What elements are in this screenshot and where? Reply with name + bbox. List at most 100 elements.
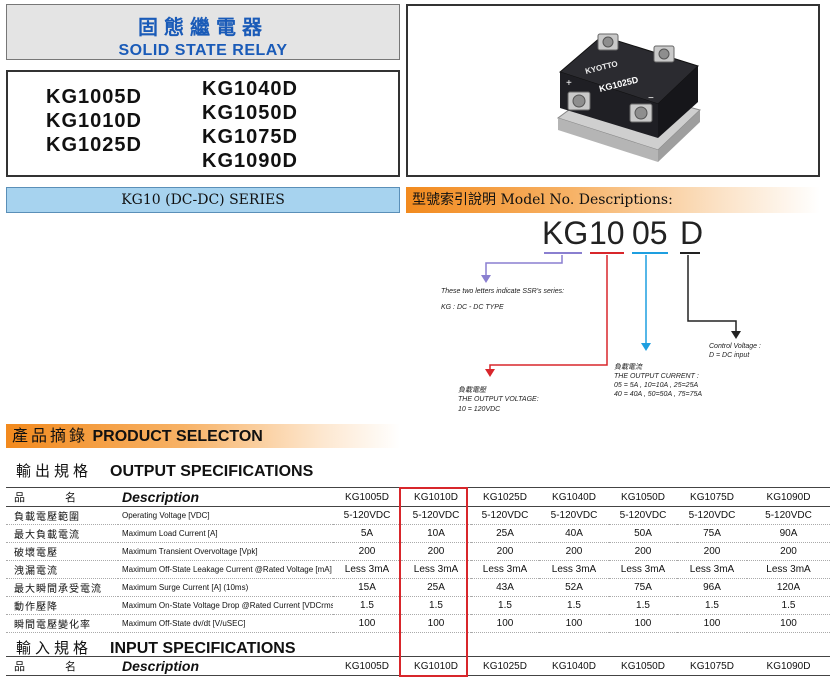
header-model: KG1090D	[747, 656, 830, 676]
row-label-en: Maximum Off-State Leakage Current @Rated…	[118, 560, 333, 579]
spec-value: 5-120VDC	[539, 506, 609, 525]
spec-value: 1.5	[539, 596, 609, 615]
header-model: KG1005D	[333, 656, 401, 676]
table-header-row: 品名 Description KG1005D KG1010D KG1025D K…	[6, 487, 830, 507]
spec-value: 75A	[609, 578, 677, 597]
note-current-cn: 負載電流	[614, 364, 642, 371]
spec-value: 40A	[539, 524, 609, 543]
row-label-cn: 動作壓降	[6, 596, 118, 615]
header-model: KG1025D	[471, 656, 539, 676]
header-cn: 品名	[6, 487, 118, 507]
model-name: KG1075D	[202, 126, 298, 148]
spec-value: Less 3mA	[471, 560, 539, 579]
spec-value: Less 3mA	[333, 560, 401, 579]
code-series: KG	[542, 215, 589, 251]
spec-value: 200	[539, 542, 609, 561]
model-description-bar: 型號索引說明 Model No. Descriptions:	[406, 187, 820, 213]
spec-value: 96A	[677, 578, 747, 597]
spec-value: 200	[333, 542, 401, 561]
row-label-cn: 瞬間電壓變化率	[6, 614, 118, 633]
model-list-box: KG1005D KG1010D KG1025D KG1040D KG1050D …	[6, 70, 400, 177]
kg1010d-highlight-frame	[399, 487, 468, 677]
spec-value: 1.5	[677, 596, 747, 615]
header-model: KG1050D	[609, 656, 677, 676]
spec-value: 50A	[609, 524, 677, 543]
row-label-cn: 破壞電壓	[6, 542, 118, 561]
model-name: KG1090D	[202, 150, 298, 172]
model-number-diagram: KG 10 05 D These two letters indicate SS…	[406, 215, 820, 420]
product-photo-box: KYOTTO KG1025D + −	[406, 4, 820, 177]
spec-value: 10A	[401, 524, 471, 543]
spec-value: 1.5	[401, 596, 471, 615]
model-name: KG1005D	[46, 86, 142, 108]
spec-value: 200	[609, 542, 677, 561]
row-label-cn: 負載電壓範圍	[6, 506, 118, 525]
spec-value: 5-120VDC	[401, 506, 471, 525]
note-current-line2: 05 = 5A , 10=10A , 25=25A	[614, 382, 699, 389]
row-label-en: Maximum Off-State dv/dt [V/uSEC]	[118, 614, 333, 633]
spec-value: 15A	[333, 578, 401, 597]
model-name: KG1050D	[202, 102, 298, 124]
spec-value: 100	[539, 614, 609, 633]
header-model: KG1090D	[747, 487, 830, 507]
output-spec-title-cn: 輸出規格	[16, 462, 93, 480]
header-model: KG1025D	[471, 487, 539, 507]
code-voltage: 10	[589, 215, 625, 251]
note-voltage-cn: 負載電壓	[458, 387, 486, 394]
spec-value: 100	[677, 614, 747, 633]
note-control-line1: Control Voltage :	[709, 343, 761, 350]
code-current: 05	[632, 215, 668, 251]
spec-value: 1.5	[333, 596, 401, 615]
title-english: SOLID STATE RELAY	[118, 42, 288, 59]
row-label-en: Maximum Transient Overvoltage [Vpk]	[118, 542, 333, 561]
note-current-line3: 40 = 40A , 50=50A , 75=75A	[614, 391, 703, 398]
header-description: Description	[118, 487, 333, 507]
model-name: KG1010D	[46, 110, 142, 132]
model-name: KG1040D	[202, 78, 298, 100]
spec-value: 1.5	[747, 596, 830, 615]
spec-value: 5-120VDC	[609, 506, 677, 525]
note-series-line2: KG : DC - DC TYPE	[441, 304, 504, 311]
relay-minus-label: −	[648, 93, 654, 104]
spec-value: 100	[471, 614, 539, 633]
spec-value: Less 3mA	[677, 560, 747, 579]
table-header-row: 品名 Description KG1005D KG1010D KG1025D K…	[6, 656, 830, 676]
header-model: KG1050D	[609, 487, 677, 507]
spec-value: 120A	[747, 578, 830, 597]
spec-value: 25A	[401, 578, 471, 597]
header-model: KG1005D	[333, 487, 401, 507]
input-spec-table: 品名 Description KG1005D KG1010D KG1025D K…	[6, 656, 830, 676]
row-label-en: Maximum Surge Current [A] (10ms)	[118, 578, 333, 597]
row-label-cn: 最大瞬間承受電流	[6, 578, 118, 597]
spec-value: Less 3mA	[539, 560, 609, 579]
spec-value: Less 3mA	[401, 560, 471, 579]
spec-value: 200	[471, 542, 539, 561]
spec-value: 1.5	[609, 596, 677, 615]
spec-value: 100	[401, 614, 471, 633]
input-spec-title-en: INPUT SPECIFICATIONS	[110, 640, 296, 657]
spec-value: 5-120VDC	[333, 506, 401, 525]
spec-value: 52A	[539, 578, 609, 597]
row-label-en: Maximum Load Current [A]	[118, 524, 333, 543]
code-control: D	[680, 215, 704, 251]
spec-value: Less 3mA	[609, 560, 677, 579]
spec-value: 5-120VDC	[747, 506, 830, 525]
header-model: KG1040D	[539, 487, 609, 507]
spec-value: 90A	[747, 524, 830, 543]
relay-photo-icon: KYOTTO KG1025D + −	[556, 33, 701, 162]
note-voltage-line1: THE OUTPUT VOLTAGE:	[458, 396, 539, 403]
row-label-en: Operating Voltage [VDC]	[118, 506, 333, 525]
spec-value: 100	[333, 614, 401, 633]
relay-plus-label: +	[566, 78, 572, 89]
note-control-line2: D = DC input	[709, 352, 750, 359]
note-series-line1: These two letters indicate SSR's series:	[441, 288, 565, 295]
spec-value: 5-120VDC	[471, 506, 539, 525]
spec-value: 43A	[471, 578, 539, 597]
